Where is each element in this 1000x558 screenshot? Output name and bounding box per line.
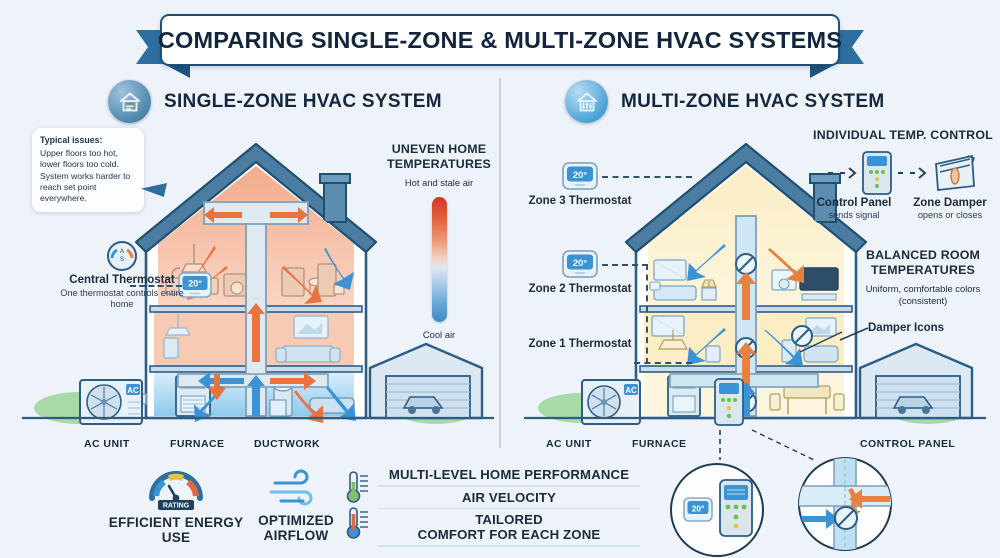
panel-divider — [499, 78, 501, 448]
zone1-thermostat-group: Zone 1 Thermostat — [523, 338, 637, 352]
central-thermostat-label-group: A S Central Thermostat One thermostat co… — [58, 240, 186, 311]
zone-damper-caption: Zone Damper opens or closes — [913, 196, 987, 221]
signal-arrow-1 — [828, 167, 857, 179]
damper-icons-callout: Damper Icons — [868, 322, 945, 334]
benefit-optimized-airflow: OPTIMIZED AIRFLOW — [228, 469, 364, 544]
left-panel-heading: SINGLE-ZONE HVAC SYSTEM — [164, 90, 442, 112]
ribbon-fold-left — [164, 64, 190, 78]
zone3-thermostat-label: Zone 3 Thermostat — [528, 195, 632, 207]
svg-text:S: S — [120, 257, 124, 263]
legend-bottom-label: Cool air — [422, 328, 456, 340]
airflow-wind-icon — [228, 469, 364, 508]
typical-issues-title: Typical issues: — [40, 135, 103, 145]
detail-leader-line-1 — [716, 430, 724, 462]
damper-glyph — [735, 253, 757, 275]
damper-callout-leader — [839, 326, 870, 342]
damper-callout-leader-inner — [799, 330, 844, 354]
performance-line-2: AIR VELOCITY — [461, 489, 557, 505]
svg-text:A: A — [120, 249, 124, 255]
temperature-gradient-bar — [431, 196, 447, 322]
thermostat-and-panel-detail: 20° — [662, 458, 772, 558]
zone1-connector-line — [634, 362, 692, 364]
typical-issues-body: Upper floors too hot, lower floors too c… — [40, 147, 131, 204]
signal-arrow-2 — [898, 167, 927, 179]
legend-title: UNEVEN HOME TEMPERATURES — [386, 142, 492, 171]
performance-rule-1 — [378, 485, 640, 487]
title-box: COMPARING SINGLE-ZONE & MULTI-ZONE HVAC … — [157, 14, 843, 66]
gauge-rating-icon: RATING — [108, 470, 244, 510]
left-organ-label-ductwork: DUCTWORK — [254, 438, 321, 450]
detail-leader-line-2 — [751, 429, 822, 464]
svg-text:20°: 20° — [188, 279, 202, 289]
zone2-thermostat-group: 20° Zone 2 Thermostat — [523, 250, 637, 297]
house-fan-icon — [108, 80, 151, 123]
thermometer-blue-icon — [346, 506, 372, 540]
left-section-header: SINGLE-ZONE HVAC SYSTEM — [108, 80, 442, 123]
left-organ-label-furnace: FURNACE — [170, 438, 225, 450]
right-organ-label-control-panel: CONTROL PANEL — [860, 438, 956, 450]
thermostat-connector-line — [130, 285, 182, 287]
legend-top-label: Hot and stale air — [404, 176, 474, 188]
control-panel-caption: Control Panel sends signal — [816, 196, 892, 221]
page-title: COMPARING SINGLE-ZONE & MULTI-ZONE HVAC … — [157, 26, 843, 53]
performance-rule-3 — [378, 545, 640, 547]
individual-temp-control-group: INDIVIDUAL TEMP. CONTROL — [808, 128, 998, 222]
benefit-label-efficient: EFFICIENT ENERGY USE — [108, 515, 244, 546]
central-thermostat-device[interactable]: 20° — [178, 272, 212, 300]
temperature-legend: UNEVEN HOME TEMPERATURES Hot and stale a… — [378, 142, 500, 341]
zone3-connector-line — [602, 176, 692, 178]
benefit-efficient-energy: RATING EFFICIENT ENERGY USE — [108, 470, 244, 545]
thermometer-green-icon — [346, 470, 372, 504]
performance-list: MULTI-LEVEL HOME PERFORMANCE AIR VELOCIT… — [378, 464, 640, 547]
title-banner: COMPARING SINGLE-ZONE & MULTI-ZONE HVAC … — [136, 14, 843, 78]
typical-issues-callout: Typical issues: Upper floors too hot, lo… — [32, 128, 144, 212]
right-panel-heading: MULTI-ZONE HVAC SYSTEM — [621, 90, 885, 112]
balanced-title: BALANCED ROOM TEMPERATURES — [865, 248, 981, 277]
svg-text:20°: 20° — [692, 504, 705, 514]
right-section-header: MULTI-ZONE HVAC SYSTEM — [565, 80, 884, 123]
svg-text:20°: 20° — [573, 258, 588, 269]
single-zone-house-illustration: AC — [18, 118, 498, 438]
left-organ-label-ac: AC UNIT — [84, 438, 130, 450]
zone2-thermostat-device[interactable]: 20° — [523, 250, 637, 280]
central-thermostat-title: Central Thermostat — [69, 274, 175, 286]
multi-zone-house-illustration: AC — [520, 118, 990, 438]
central-thermostat-subtitle: One thermostat controls entire home — [60, 287, 184, 310]
zone3-thermostat-group: 20° Zone 3 Thermostat — [523, 162, 637, 209]
performance-rule-2 — [378, 507, 640, 510]
zone2-connector-line — [602, 264, 648, 364]
zone1-thermostat-label: Zone 1 Thermostat — [528, 338, 632, 350]
performance-line-1: MULTI-LEVEL HOME PERFORMANCE — [388, 467, 630, 482]
individual-control-title: INDIVIDUAL TEMP. CONTROL — [813, 128, 993, 142]
right-organ-label-ac: AC UNIT — [546, 438, 592, 450]
balanced-subtitle: Uniform, comfortable colors (consistent) — [865, 282, 981, 306]
benefit-label-airflow: OPTIMIZED AIRFLOW — [258, 513, 334, 544]
right-organ-label-furnace: FURNACE — [632, 438, 687, 450]
duct-damper-detail — [790, 452, 900, 558]
control-panel-icon — [862, 150, 892, 195]
house-sliders-icon — [565, 80, 608, 123]
zone3-thermostat-device[interactable]: 20° — [523, 162, 637, 192]
performance-line-3: TAILORED COMFORT FOR EACH ZONE — [417, 512, 601, 543]
dial-gauge-icon: A S — [58, 240, 186, 272]
svg-text:AC: AC — [625, 386, 637, 395]
house-control-panel-device[interactable] — [714, 378, 744, 426]
ribbon-fold-right — [810, 64, 836, 78]
zone2-thermostat-label: Zone 2 Thermostat — [528, 283, 632, 295]
balanced-temperatures-group: BALANCED ROOM TEMPERATURES Uniform, comf… — [848, 248, 998, 307]
damper-icon — [932, 152, 978, 194]
svg-text:20°: 20° — [573, 170, 588, 181]
svg-text:RATING: RATING — [163, 503, 190, 510]
svg-text:AC: AC — [127, 386, 139, 395]
